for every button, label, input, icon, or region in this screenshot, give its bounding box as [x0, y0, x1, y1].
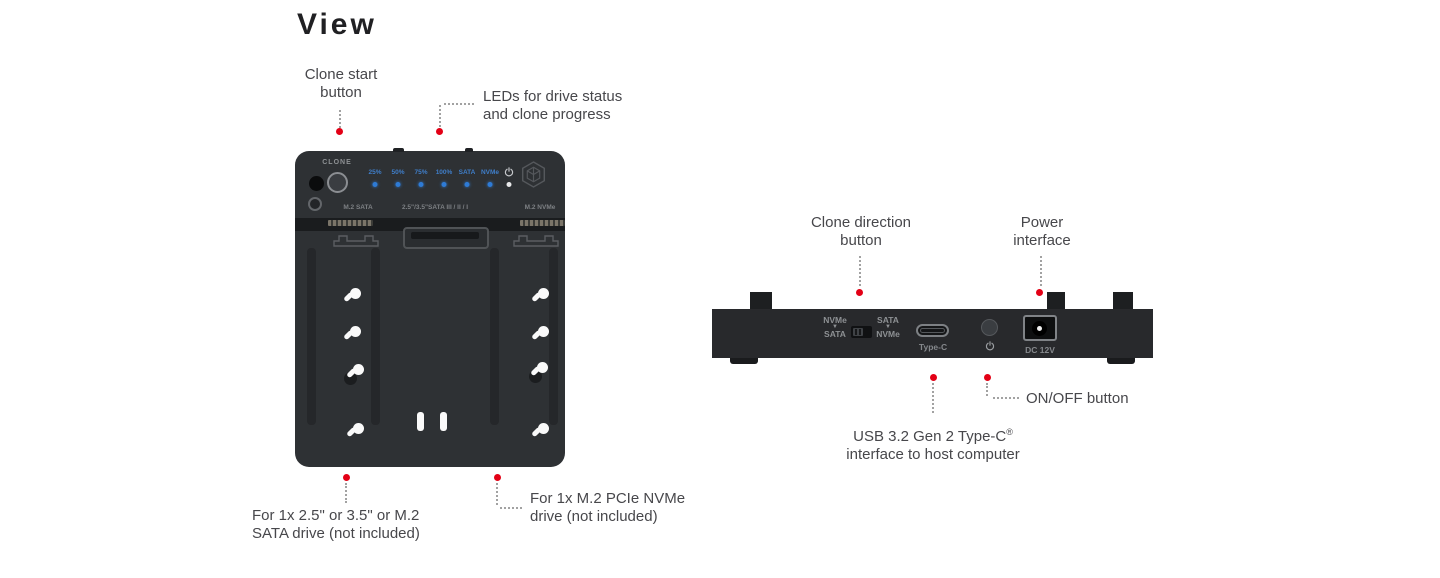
keyhole-mount: [353, 423, 364, 434]
keyhole-mount: [350, 288, 361, 299]
leader-line: [932, 383, 934, 413]
clone-dock-top-view: CLONE 25% 50% 75% 100% SATA NVMe M.2 SAT…: [295, 148, 565, 467]
registered-mark: ®: [1006, 427, 1013, 437]
callout-usb-interface: USB 3.2 Gen 2 Type-C® interface to host …: [846, 427, 1020, 463]
clone-dock-rear-view: NVMe ▼ SATA SATA ▼ NVMe Type-C DC 12V: [712, 292, 1153, 364]
led-label: 100%: [435, 169, 453, 176]
clone-start-button[interactable]: [327, 172, 348, 193]
vent-slot: [440, 412, 447, 431]
callout-clone-start: Clone start button: [304, 66, 378, 101]
screw-hole: [308, 197, 322, 211]
progress-led: [372, 182, 378, 187]
keyhole-mount: [353, 364, 364, 375]
leader-dot: [336, 128, 343, 135]
led-label: 50%: [391, 169, 405, 176]
callout-nvme-bay: For 1x M.2 PCIe NVMe drive (not included…: [530, 490, 686, 525]
leader-line: [986, 383, 988, 396]
mount-tab: [1113, 292, 1133, 309]
progress-led: [418, 182, 424, 187]
vent-slot: [417, 412, 424, 431]
callout-clone-direction: Clone direction button: [810, 214, 912, 249]
clone-direction-label-right: SATA ▼ NVMe: [876, 315, 900, 339]
power-icon: [985, 341, 995, 351]
clone-button-label: CLONE: [322, 159, 352, 166]
clone-direction-switch[interactable]: [851, 326, 872, 338]
clone-direction-label-left: NVMe ▼ SATA: [823, 315, 847, 339]
leader-dot: [343, 474, 350, 481]
arrow-down-icon: ▼: [885, 324, 891, 330]
leader-dot: [930, 374, 937, 381]
on-off-button[interactable]: [981, 319, 998, 336]
led-label: 25%: [368, 169, 382, 176]
led-label: 75%: [414, 169, 428, 176]
m2-sata-bay-label: M.2 SATA: [343, 204, 373, 211]
leader-line: [444, 103, 474, 105]
drive-rail: [549, 248, 558, 425]
cube-logo-icon: [521, 161, 546, 188]
leader-line: [339, 110, 341, 128]
m2-nvme-connector: [520, 220, 565, 226]
screw-hole: [309, 176, 324, 191]
top-notch: [465, 148, 473, 152]
leader-dot: [1036, 289, 1043, 296]
arrow-down-icon: ▼: [832, 324, 838, 330]
leader-line: [439, 105, 441, 127]
type-c-port-label: Type-C: [918, 342, 948, 352]
keyhole-mount: [538, 288, 549, 299]
leader-dot: [856, 289, 863, 296]
leader-line: [1040, 256, 1042, 286]
leader-line: [993, 397, 1019, 399]
power-led: [506, 182, 512, 187]
progress-led: [395, 182, 401, 187]
rubber-foot: [730, 358, 758, 364]
drive-rail: [307, 248, 316, 425]
dc-power-label: DC 12V: [1025, 345, 1055, 355]
sata-connector-outline: [513, 235, 559, 247]
leader-line: [345, 483, 347, 503]
led-label: NVMe: [480, 169, 500, 176]
mount-tab: [1047, 292, 1065, 309]
keyhole-mount: [350, 326, 361, 337]
led-label: SATA: [458, 169, 476, 176]
drive-rail: [490, 248, 499, 425]
sata-dock-connector: [403, 227, 489, 249]
m2-nvme-bay-label: M.2 NVMe: [524, 204, 556, 211]
drive-rail: [371, 248, 380, 425]
callout-power-interface: Power interface: [1013, 214, 1071, 249]
rubber-foot: [1107, 358, 1135, 364]
page-title: View: [297, 8, 377, 41]
leader-line: [859, 256, 861, 286]
switch-knob[interactable]: [853, 328, 863, 336]
leader-dot: [436, 128, 443, 135]
callout-leds: LEDs for drive status and clone progress: [483, 88, 623, 123]
leader-line: [500, 507, 522, 509]
m2-sata-connector: [328, 220, 373, 226]
drive-led: [464, 182, 470, 187]
mount-tab: [750, 292, 772, 309]
power-icon: [504, 167, 514, 177]
progress-led: [441, 182, 447, 187]
type-c-port[interactable]: [916, 324, 949, 337]
drive-led: [487, 182, 493, 187]
keyhole-mount: [537, 362, 548, 373]
keyhole-mount: [538, 326, 549, 337]
dc-jack-pin: [1037, 326, 1042, 331]
leader-line: [496, 483, 498, 505]
top-notch: [393, 148, 404, 152]
callout-on-off: ON/OFF button: [1026, 390, 1129, 407]
keyhole-mount: [538, 423, 549, 434]
leader-dot: [494, 474, 501, 481]
sata-connector-outline: [333, 235, 379, 247]
sata-bay-label: 2.5"/3.5"SATA III / II / I: [401, 204, 469, 211]
dc-power-jack[interactable]: [1023, 315, 1057, 341]
callout-sata-bay: For 1x 2.5" or 3.5" or M.2 SATA drive (n…: [252, 507, 420, 542]
leader-dot: [984, 374, 991, 381]
